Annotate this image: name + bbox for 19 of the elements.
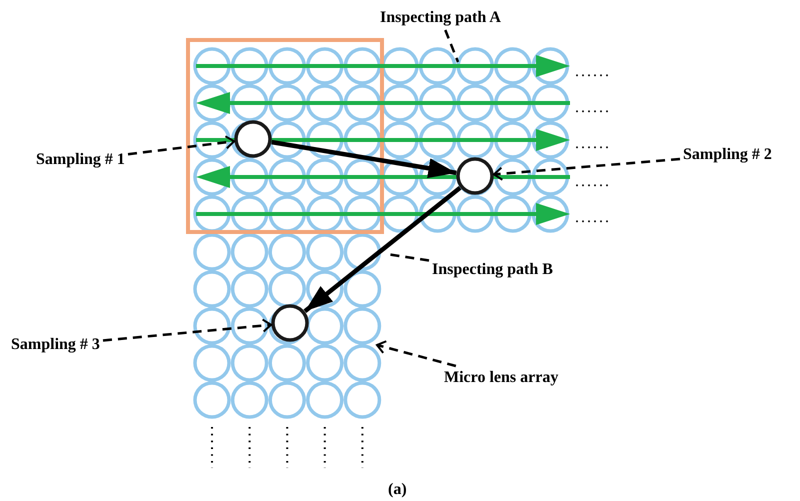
path-label: Inspecting path B xyxy=(432,260,553,280)
sampling-label: Sampling # 1 xyxy=(36,150,125,170)
ellipsis: ...... xyxy=(575,62,611,82)
ellipsis: ...... xyxy=(575,172,611,192)
array-label: Micro lens array xyxy=(444,368,558,388)
arrow xyxy=(376,340,456,368)
leader-line xyxy=(444,30,460,62)
ellipsis: ...... xyxy=(575,208,611,228)
arrow xyxy=(492,158,680,181)
arrow xyxy=(102,318,272,342)
sampling-label: Sampling # 3 xyxy=(11,335,100,355)
ellipsis: ...... xyxy=(575,134,611,154)
sampling-label: Sampling # 2 xyxy=(683,145,772,165)
ellipsis: ...... xyxy=(575,98,611,118)
figure-caption: (a) xyxy=(388,480,407,500)
path-label: Inspecting path A xyxy=(380,8,501,28)
arrow xyxy=(271,140,457,178)
arrow xyxy=(304,186,462,313)
arrow xyxy=(128,135,236,156)
